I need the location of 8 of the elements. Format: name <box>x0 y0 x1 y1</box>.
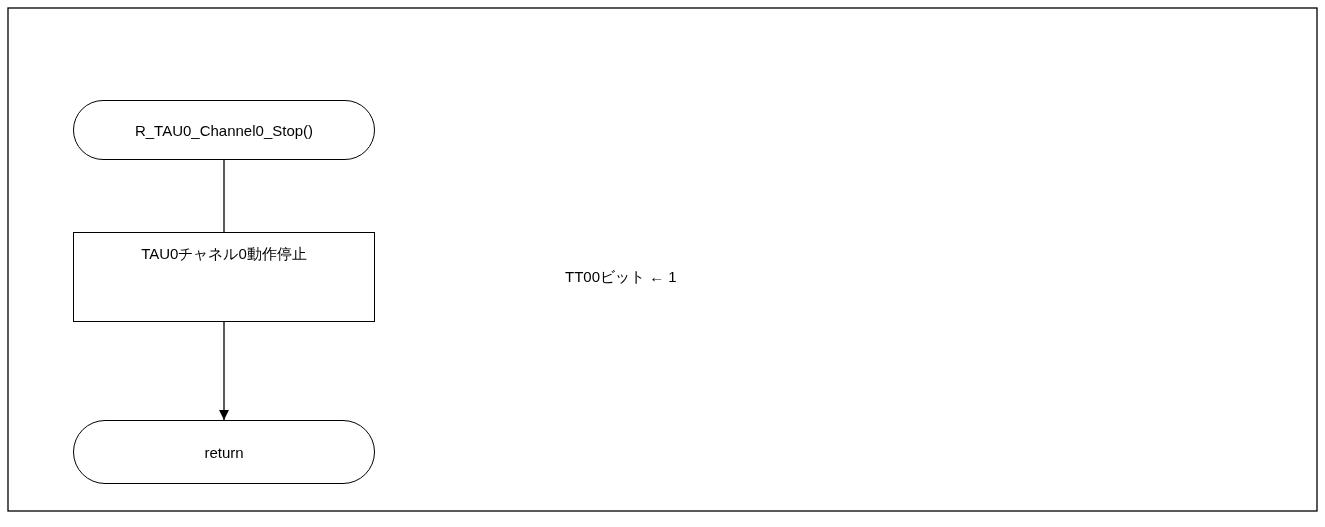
node-label: TAU0チャネル0動作停止 <box>141 245 307 264</box>
process-box <box>73 232 375 322</box>
terminator-shape <box>73 100 375 160</box>
annotation-text: TT00ビット ← 1 <box>565 268 677 287</box>
node-label: R_TAU0_Channel0_Stop() <box>134 121 314 139</box>
node-label: return <box>204 443 244 461</box>
arrow <box>219 321 229 421</box>
connector-line <box>223 159 225 233</box>
